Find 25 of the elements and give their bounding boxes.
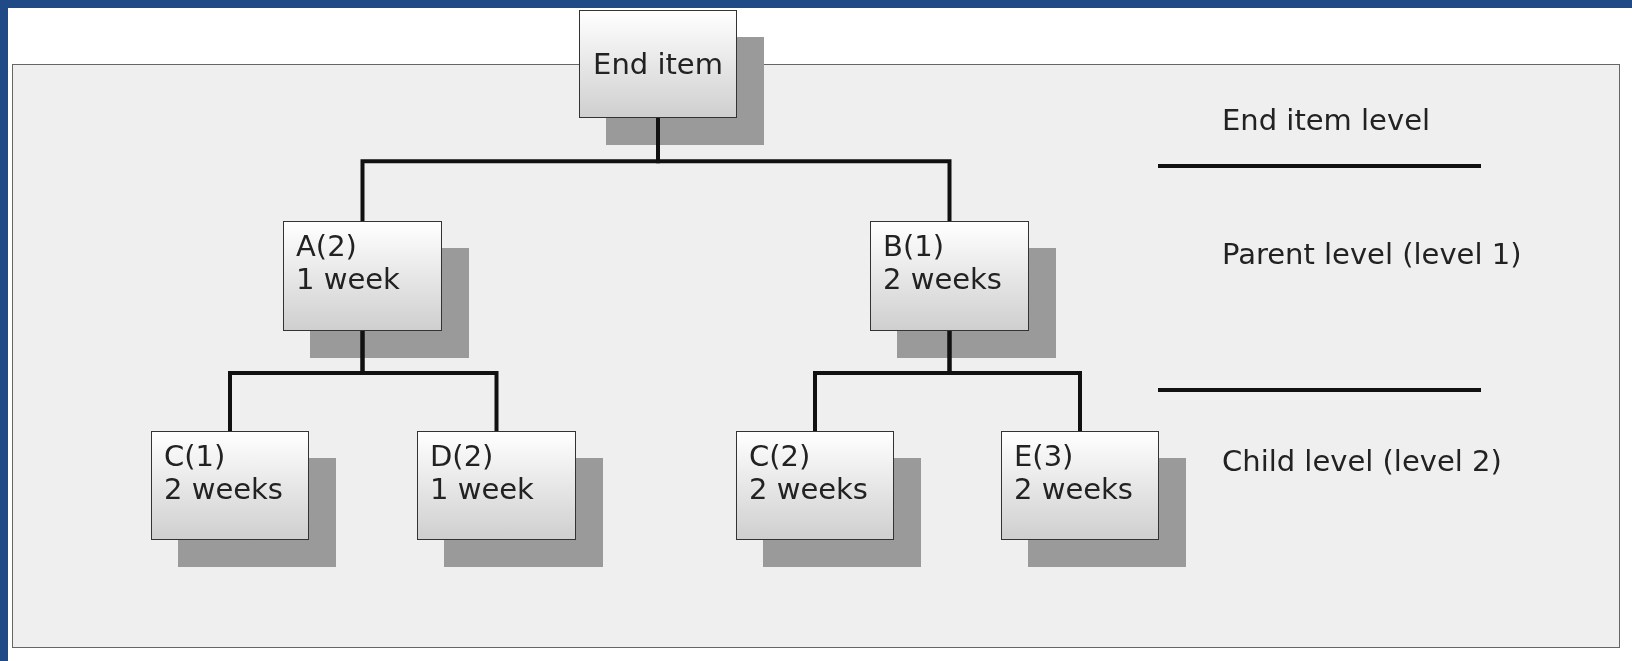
item-label: D(2) (430, 440, 495, 473)
item-label: C(2) (749, 440, 812, 473)
lead-time-label: 2 weeks (1014, 473, 1134, 506)
level-label: Child level (level 2) (1222, 445, 1502, 478)
connector-line (947, 331, 1082, 431)
item-box (736, 431, 894, 540)
connector-line (360, 331, 499, 431)
item-label: A(2) (296, 230, 358, 263)
item-box (283, 221, 442, 331)
lead-time-label: 2 weeks (164, 473, 284, 506)
item-box (1001, 431, 1159, 540)
level-label: End item level (1222, 104, 1431, 137)
item-label: C(1) (164, 440, 227, 473)
item-label: E(3) (1014, 440, 1075, 473)
lead-time-label: 2 weeks (749, 473, 869, 506)
item-label: B(1) (883, 230, 945, 263)
item-box (151, 431, 309, 540)
item-box (417, 431, 576, 540)
lead-time-label: 2 weeks (883, 263, 1003, 296)
item-box (870, 221, 1029, 331)
lead-time-label: 1 week (430, 473, 535, 506)
lead-time-label: 1 week (296, 263, 401, 296)
level-label: Parent level (level 1) (1222, 238, 1522, 271)
item-box (579, 10, 737, 118)
item-label: End item (593, 47, 723, 81)
